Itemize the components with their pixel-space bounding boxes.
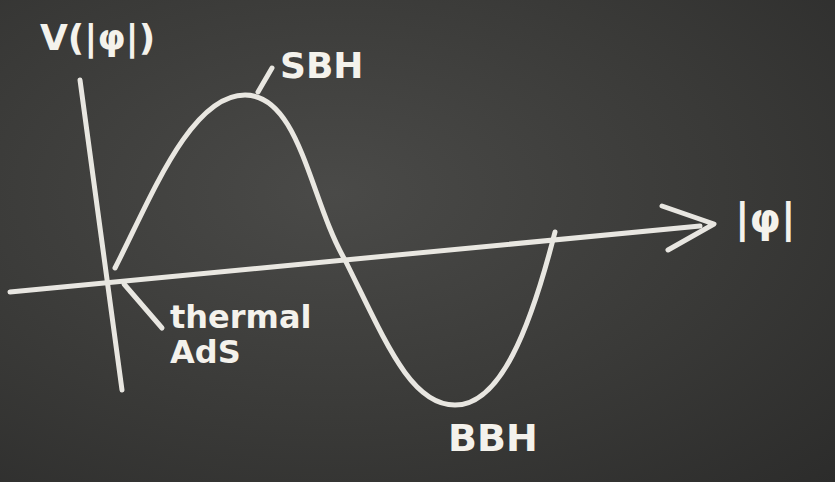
axis-arrowhead — [662, 206, 714, 250]
axis-label: V(|φ|) — [40, 18, 240, 58]
axis-label: SBH — [280, 46, 420, 86]
leader-line — [258, 68, 272, 92]
axis-label: thermal AdS — [170, 300, 330, 370]
axis-label: |φ| — [735, 196, 830, 240]
leader-line — [124, 284, 162, 328]
potential-curve — [115, 95, 555, 405]
vertical-axis — [80, 80, 122, 390]
axis-label: BBH — [448, 418, 578, 460]
